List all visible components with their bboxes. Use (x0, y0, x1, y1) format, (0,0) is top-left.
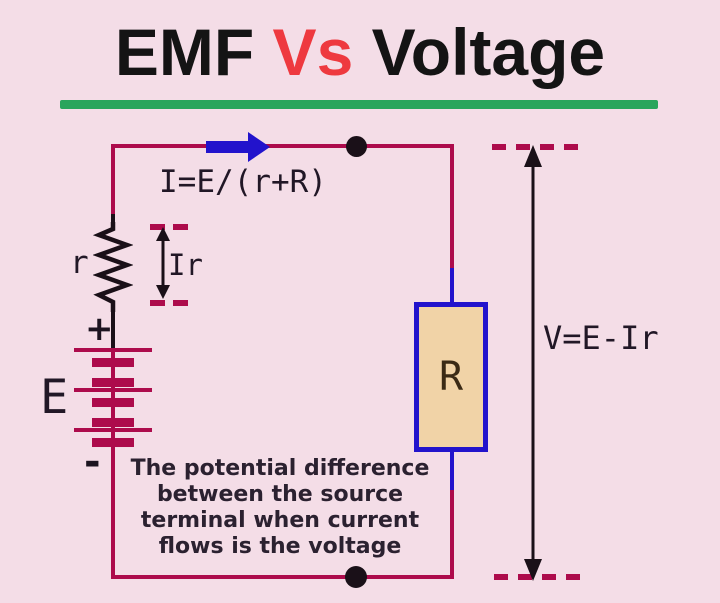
wire-right-upper (450, 144, 454, 272)
ir-dash-bottom (150, 300, 189, 306)
title-underline (60, 100, 658, 109)
battery-plate-long (74, 348, 152, 352)
wire-left-black-upper (111, 214, 115, 226)
battery-plate-thick (92, 398, 134, 407)
voltage-formula: V=E-Ir (543, 319, 659, 357)
voltage-dash-bottom (494, 574, 582, 580)
current-formula: I=E/(r+R) (159, 164, 327, 200)
battery-plate-thick (92, 378, 134, 387)
voltage-dash-top (492, 144, 580, 150)
battery-negative-sign: - (84, 439, 101, 485)
battery-plate-thick (92, 358, 134, 367)
wire-resistor-lead-bottom (450, 446, 454, 492)
battery-plate-thick (92, 418, 134, 427)
emf-label: E (40, 370, 69, 425)
wire-bottom (111, 575, 454, 579)
wire-left-upper (111, 144, 115, 216)
current-direction-arrow-icon (206, 132, 270, 162)
title-word-emf: EMF (114, 15, 255, 89)
title-word-voltage: Voltage (371, 15, 606, 89)
caption-text: The potential difference between the sou… (130, 456, 430, 559)
battery-plate-thick (92, 438, 134, 447)
wire-right-lower (450, 490, 454, 579)
load-resistor: R (414, 302, 488, 452)
wire-left-black-lower (111, 306, 115, 350)
ir-dash-top (150, 224, 189, 230)
voltage-range-arrow-icon (524, 145, 542, 581)
internal-resistor-zigzag-icon (93, 222, 133, 312)
title-word-vs: Vs (272, 15, 354, 89)
internal-resistance-label: r (70, 245, 89, 281)
ir-drop-label: Ir (168, 248, 203, 282)
battery-positive-sign: + (85, 309, 114, 349)
load-resistor-label: R (438, 354, 464, 400)
junction-dot-top (346, 136, 367, 157)
ir-range-arrow-icon (156, 227, 170, 299)
junction-dot-bottom (345, 566, 367, 588)
wire-left-lower (111, 448, 115, 579)
battery-plate-long (74, 428, 152, 432)
page-title: EMF Vs Voltage (0, 14, 720, 90)
wire-resistor-lead-top (450, 268, 454, 308)
wire-top (111, 144, 454, 148)
battery-plate-long (74, 388, 152, 392)
